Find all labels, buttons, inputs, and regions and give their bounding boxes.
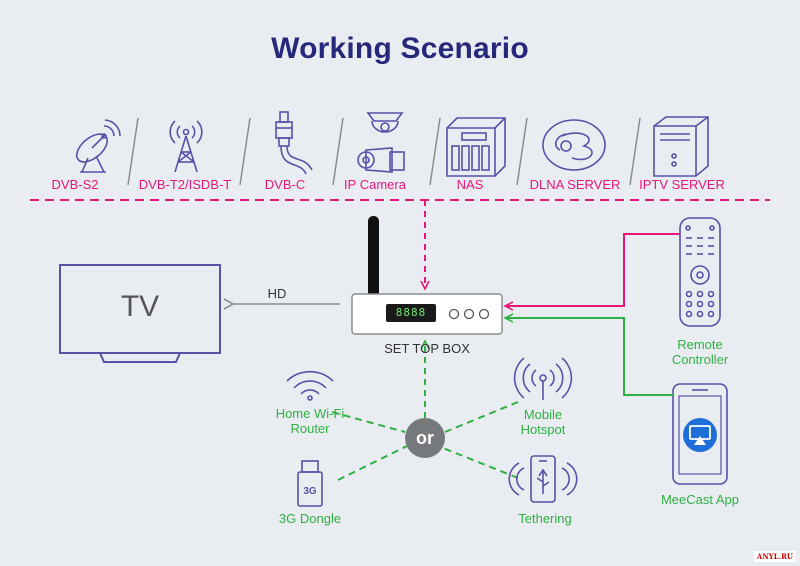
hotspot-label-line2: Hotspot — [520, 422, 566, 437]
stb-label: SET TOP BOX — [384, 341, 470, 356]
source-label-nas: NAS — [456, 177, 484, 192]
ip-camera-icon — [357, 112, 405, 173]
stb-display: 8888 — [386, 304, 436, 322]
watermark-badge: ANYL.RU — [753, 551, 796, 562]
dlna-icon — [542, 119, 606, 171]
source-label-dvb-t2: DVB-T2/ISDB-T — [138, 177, 232, 192]
dongle-icon — [297, 460, 323, 507]
source-label-dvb-c: DVB-C — [264, 177, 306, 192]
dongle-label: 3G Dongle — [278, 511, 342, 526]
wifi-label-line1: Home Wi-Fi — [275, 406, 345, 421]
coax-cable-icon — [275, 111, 313, 175]
source-separators — [127, 117, 641, 186]
network-links — [331, 401, 519, 481]
phone-icon — [672, 383, 728, 485]
source-label-dlna: DLNA SERVER — [529, 177, 621, 192]
source-label-dvb-s2: DVB-S2 — [51, 177, 99, 192]
remote-label-line2: Controller — [671, 352, 729, 367]
app-label: MeeCast App — [660, 492, 740, 507]
nas-icon — [446, 117, 506, 177]
source-label-ip-camera: IP Camera — [344, 177, 406, 192]
hd-label: HD — [267, 286, 287, 301]
source-label-iptv: IPTV SERVER — [639, 177, 725, 192]
remote-to-stb-arrow — [506, 233, 680, 306]
remote-control-icon — [679, 217, 721, 327]
dongle-badge: 3G — [303, 486, 317, 497]
wifi-label-line2: Router — [290, 421, 330, 436]
hotspot-label-line1: Mobile — [523, 407, 563, 422]
app-to-stb-arrow — [506, 318, 673, 396]
or-connector: or — [405, 418, 445, 458]
tethering-label: Tethering — [518, 511, 572, 526]
satellite-dish-icon — [75, 119, 121, 173]
tv-label: TV — [120, 290, 160, 323]
hotspot-label: Mobile Hotspot — [503, 407, 583, 437]
tv-icon — [59, 264, 221, 363]
remote-label: Remote Controller — [655, 337, 745, 367]
wifi-label: Home Wi-Fi Router — [262, 406, 358, 436]
wifi-icon — [286, 370, 334, 401]
remote-label-line1: Remote — [677, 337, 723, 352]
hotspot-icon — [513, 357, 573, 400]
meecast-app-icon — [683, 418, 717, 452]
page-title: Working Scenario — [271, 32, 529, 65]
server-tower-icon — [653, 116, 709, 177]
antenna-tower-icon — [169, 120, 203, 173]
tethering-icon — [508, 455, 578, 503]
